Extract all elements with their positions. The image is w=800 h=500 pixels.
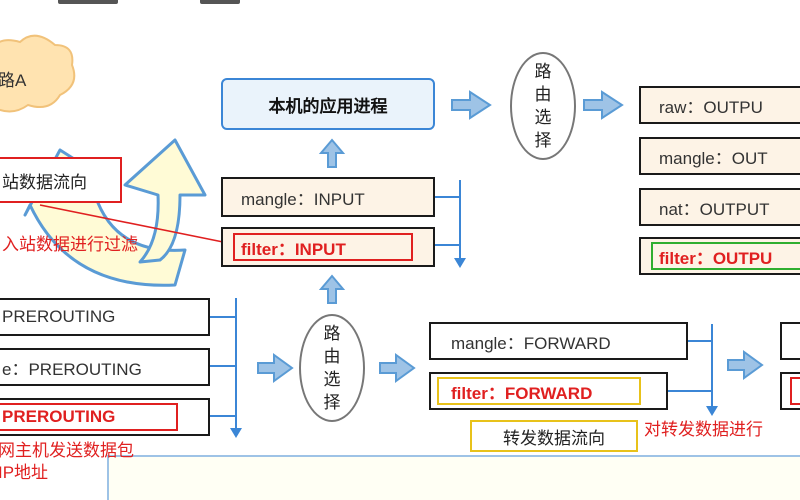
filter-forward-highlight: [437, 377, 641, 405]
mangle-input-box: mangle：INPUT: [221, 177, 435, 217]
up-arrow: [318, 138, 346, 168]
raw-prerouting-box: PREROUTING: [0, 298, 210, 336]
up-arrow: [318, 274, 346, 304]
right-arrow: [583, 90, 624, 120]
bottom-panel: [107, 455, 800, 500]
nat-prerouting-highlight: [0, 403, 178, 431]
filter-input-label: filter：INPUT: [241, 239, 346, 259]
forward-flow-label: 转发数据流向: [503, 428, 605, 448]
filter-input-box: filter：INPUT: [221, 227, 435, 267]
routing-char: 选: [534, 108, 552, 127]
router-label: 路A: [0, 71, 27, 90]
mangle-prerouting-label: e：PREROUTING: [2, 359, 142, 379]
header-fragment: [58, 0, 118, 4]
mangle-prerouting-box: e：PREROUTING: [0, 348, 210, 386]
nat-output-box: nat：OUTPUT: [639, 188, 800, 226]
routing-char: 由: [323, 347, 341, 366]
nat-output-label: nat：OUTPUT: [659, 199, 770, 219]
raw-prerouting-label: PREROUTING: [2, 307, 116, 326]
next-chain-filter-box: [780, 372, 800, 410]
routing-decision-top: 路 由 选 择: [510, 52, 576, 160]
mangle-forward-label: mangle：FORWARD: [451, 333, 611, 353]
forward-flow-label-box: 转发数据流向: [470, 420, 638, 452]
mangle-forward-box: mangle：FORWARD: [429, 322, 688, 360]
curved-arrow-head: [123, 138, 207, 264]
routing-char: 路: [534, 62, 552, 81]
routing-char: 由: [534, 85, 552, 104]
nat-prerouting-box: PREROUTING: [0, 398, 210, 436]
filter-forward-box: filter：FORWARD: [429, 372, 668, 410]
inbound-flow-label-box: 站数据流向: [0, 157, 122, 203]
right-arrow: [379, 353, 416, 383]
send-packet-note: 网主机发送数据包: [0, 441, 134, 460]
routing-char: 路: [323, 324, 341, 343]
routing-char: 择: [323, 393, 341, 412]
filter-output-box: filter：OUTPU: [639, 237, 800, 275]
filter-input-highlight: [233, 233, 413, 261]
local-app-process-label: 本机的应用进程: [268, 96, 388, 116]
right-arrow: [451, 90, 492, 120]
filter-forward-label: filter：FORWARD: [451, 383, 593, 403]
routing-decision-middle: 路 由 选 择: [299, 314, 365, 422]
mangle-output-label: mangle：OUT: [659, 148, 768, 168]
raw-output-box: raw：OUTPU: [639, 86, 800, 124]
next-chain-box: [780, 322, 800, 360]
right-arrow: [727, 350, 764, 380]
routing-char: 选: [323, 370, 341, 389]
right-arrow: [257, 353, 294, 383]
red-pointer-line: [39, 204, 229, 244]
filter-output-label: filter：OUTPU: [659, 248, 773, 268]
inbound-flow-label: 站数据流向: [2, 172, 87, 192]
mangle-input-label: mangle：INPUT: [241, 189, 365, 209]
mangle-output-box: mangle：OUT: [639, 137, 800, 175]
next-chain-filter-highlight: [790, 377, 800, 405]
ip-address-note: IP地址: [0, 463, 49, 482]
inbound-filter-note: 入站数据进行过滤: [2, 235, 138, 254]
filter-output-highlight: [651, 242, 800, 270]
local-app-process: 本机的应用进程: [221, 78, 435, 130]
cloud-shape: [0, 34, 76, 113]
nat-prerouting-label: PREROUTING: [2, 407, 116, 426]
raw-output-label: raw：OUTPU: [659, 97, 763, 117]
routing-char: 择: [534, 131, 552, 150]
forward-filter-note: 对转发数据进行: [644, 420, 763, 439]
header-fragment: [200, 0, 240, 4]
